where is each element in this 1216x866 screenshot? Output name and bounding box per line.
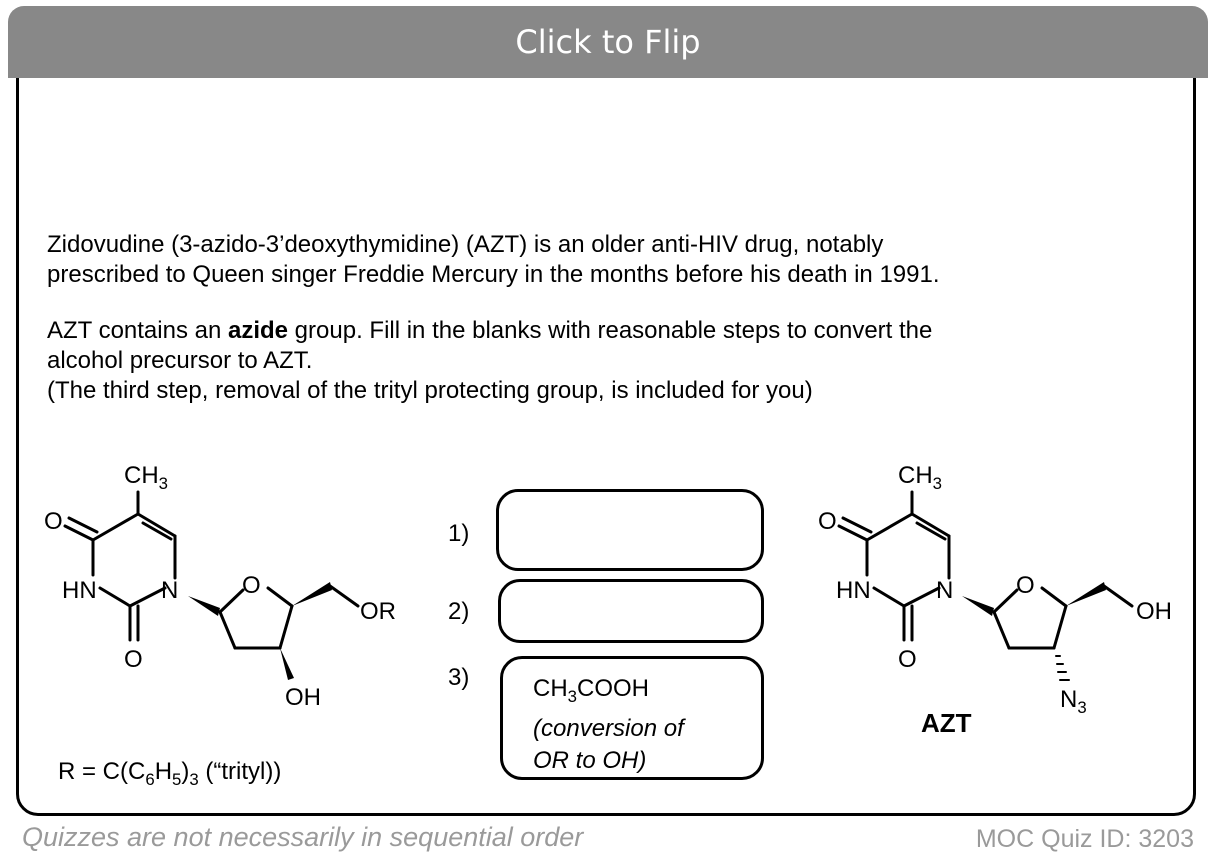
- intro-paragraph: Zidovudine (3-azido-3’deoxythymidine) (A…: [47, 230, 940, 290]
- left-or: OR: [360, 598, 396, 625]
- step-1-answer-box[interactable]: [496, 489, 764, 571]
- left-ch3: CH3: [124, 462, 169, 493]
- left-o-bottom: O: [124, 646, 143, 673]
- left-hn: HN: [62, 577, 97, 604]
- step-3-answer-box: CH3COOH (conversion of OR to OH): [500, 656, 764, 780]
- click-to-flip-button[interactable]: Click to Flip: [8, 6, 1208, 78]
- instruction-paragraph: AZT contains an azide group. Fill in the…: [47, 316, 932, 406]
- instruction-text-b: group. Fill in the blanks with reasonabl…: [288, 317, 933, 344]
- left-oh: OH: [285, 684, 321, 711]
- instruction-line-3: (The third step, removal of the trityl p…: [47, 377, 813, 404]
- instruction-text-a: AZT contains an: [47, 317, 228, 344]
- right-n: N: [936, 577, 954, 604]
- quiz-order-note: Quizzes are not necessarily in sequentia…: [22, 822, 584, 852]
- step-3-note-line-2: OR to OH): [533, 746, 647, 774]
- left-n: N: [161, 577, 179, 604]
- flip-label: Click to Flip: [515, 23, 701, 61]
- right-hn: HN: [836, 577, 871, 604]
- step-3-reagent: CH3COOH: [533, 675, 650, 706]
- azide-bold: azide: [227, 317, 289, 344]
- intro-line-2: prescribed to Queen singer Freddie Mercu…: [47, 261, 940, 288]
- step-3-note-line-1: (conversion of: [533, 714, 684, 742]
- right-n3: N3: [1060, 686, 1087, 717]
- intro-line-1: Zidovudine (3-azido-3’deoxythymidine) (A…: [47, 231, 884, 258]
- trityl-definition: R = C(C6H5)3 (“trityl)): [58, 758, 282, 789]
- right-o-bottom: O: [898, 646, 917, 673]
- step-3-label: 3): [448, 664, 470, 691]
- instruction-line-1: AZT contains an azide group. Fill in the…: [47, 316, 932, 346]
- right-o-ring: O: [1016, 572, 1035, 599]
- left-o-top: O: [44, 508, 63, 535]
- right-oh: OH: [1136, 598, 1172, 625]
- instruction-line-2: alcohol precursor to AZT.: [47, 347, 313, 374]
- left-o-ring: O: [242, 572, 261, 599]
- step-1-label: 1): [448, 520, 470, 547]
- right-o-top: O: [818, 508, 837, 535]
- azt-name: AZT: [921, 708, 972, 738]
- quiz-id: MOC Quiz ID: 3203: [975, 825, 1194, 853]
- azt-structure: [837, 490, 1134, 681]
- step-2-label: 2): [448, 598, 470, 625]
- step-2-answer-box[interactable]: [498, 579, 764, 643]
- right-ch3: CH3: [898, 462, 943, 493]
- precursor-structure: [63, 490, 360, 680]
